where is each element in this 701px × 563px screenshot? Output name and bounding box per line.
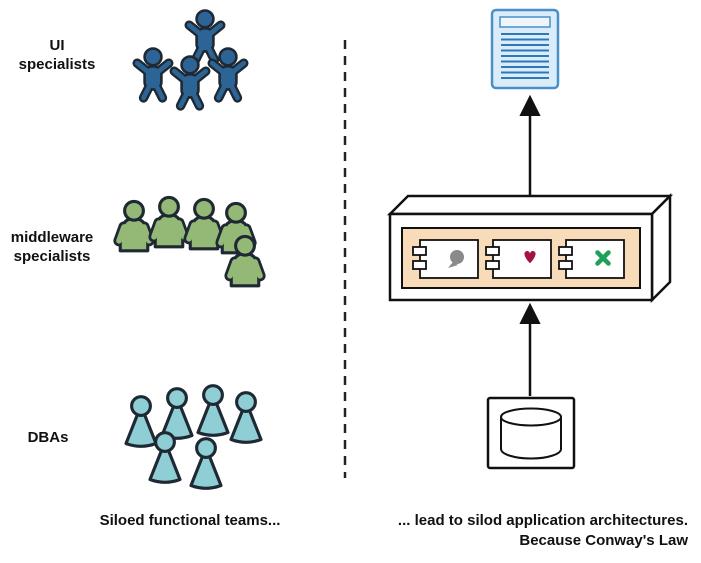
person-icon [196, 384, 230, 437]
document-icon [490, 8, 560, 90]
person-icon [189, 437, 223, 490]
person-icon [119, 201, 149, 250]
person-icon [124, 395, 158, 448]
person-icon [230, 236, 260, 285]
middleware-team-people-icon [119, 197, 260, 285]
application-container-box [386, 192, 674, 304]
cross-icon [595, 250, 611, 266]
heart-icon [524, 251, 536, 264]
person-icon [229, 391, 263, 444]
component-tab-icon [412, 260, 427, 270]
container-top-face [386, 194, 674, 216]
document-text-lines [501, 33, 549, 79]
cylinder-top [500, 407, 562, 427]
component-tab-icon [485, 260, 500, 270]
person-icon [154, 197, 184, 246]
ui-team-people-icon [137, 11, 244, 106]
label-middleware-specialists: middleware specialists [10, 229, 94, 265]
component-box-2 [485, 239, 552, 279]
document-header-bar [499, 16, 551, 28]
component-tab-icon [412, 246, 427, 256]
person-icon [137, 49, 169, 98]
component-tab-icon [558, 246, 573, 256]
person-icon [174, 57, 206, 106]
cylinder-body [500, 417, 562, 460]
person-icon [148, 431, 182, 484]
caption-silod-architectures: ... lead to silod application architectu… [352, 511, 688, 551]
component-box-1 [412, 239, 479, 279]
container-side-face [650, 192, 672, 304]
person-icon [189, 199, 219, 248]
label-dbas: DBAs [27, 429, 69, 446]
caption-right-line2: Because Conway's Law [519, 532, 688, 549]
component-tab-icon [558, 260, 573, 270]
component-tab-icon [485, 246, 500, 256]
label-ui-specialists: UI specialists [18, 37, 96, 73]
person-icon [160, 387, 194, 440]
database-cylinder-icon [486, 396, 576, 470]
caption-right-line1: ... lead to silod application architectu… [397, 512, 688, 529]
gray-blob-icon [448, 250, 464, 268]
dba-team-people-icon [124, 384, 263, 490]
person-icon [189, 11, 221, 60]
document-body [490, 8, 560, 90]
caption-siloed-teams: Siloed functional teams... [99, 512, 281, 529]
component-box-3 [558, 239, 625, 279]
